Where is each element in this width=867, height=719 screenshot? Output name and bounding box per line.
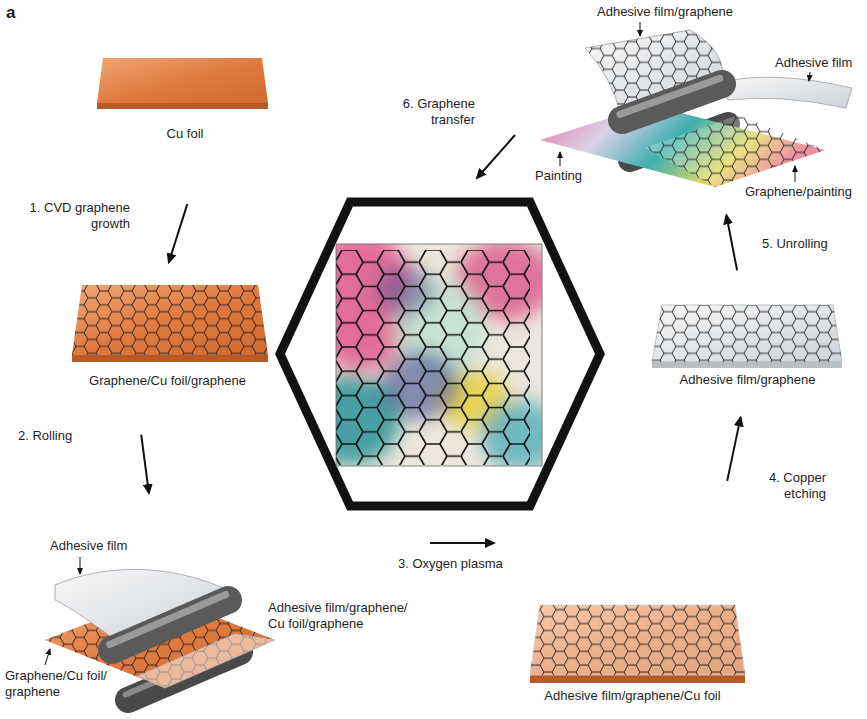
stage-illustration: Adhesive film/graphene/Cu foil [500, 520, 767, 705]
step-label: 2. Rolling [18, 428, 72, 444]
stage-illustration: Graphene/Cu foil/graphene [60, 270, 277, 395]
stage-caption: Adhesive film/graphene [597, 4, 733, 20]
step-label: 5. Unrolling [762, 236, 828, 252]
stage-caption: Graphene/painting [745, 184, 852, 200]
stage-caption: Adhesive film [775, 55, 852, 71]
stage-caption: Painting [535, 168, 582, 184]
process-arrow [727, 417, 740, 481]
film-graphene-cu-foil [530, 605, 745, 683]
stage-caption: Adhesive film/graphene/ Cu foil/graphene [268, 600, 426, 631]
process-arrow [726, 215, 737, 270]
stage-caption: Adhesive film [50, 538, 127, 554]
process-arrow [430, 542, 494, 544]
cu-foil [97, 58, 268, 109]
process-arrow [169, 204, 188, 262]
step-label: 6. Graphene transfer [380, 96, 475, 127]
film-graphene [652, 305, 842, 368]
stage-caption: Adhesive film/graphene [640, 372, 855, 388]
stage-caption: Graphene/Cu foil/graphene [60, 373, 275, 389]
step-label: 3. Oxygen plasma [398, 556, 503, 572]
stage-illustration: Cu foil [95, 40, 277, 145]
stage-caption: Adhesive film/graphene/Cu foil [500, 688, 765, 704]
transfer-arrow [477, 135, 515, 178]
graphene-cu-foil [72, 285, 268, 362]
stage-illustration: Adhesive filmAdhesive film/graphene/ Cu … [0, 505, 430, 715]
step-label: 4. Copper etching [748, 470, 826, 501]
stage-caption: Cu foil [95, 126, 275, 142]
panel-letter: a [6, 3, 15, 23]
step-label: 1. CVD graphene growth [18, 200, 130, 231]
process-arrow [141, 435, 149, 493]
transfer-illustration [540, 22, 852, 187]
stage-illustration: Adhesive film/graphene [640, 290, 857, 390]
stage-illustration: Adhesive film/grapheneAdhesive filmPaint… [520, 0, 865, 201]
stage-caption: Graphene/Cu foil/ graphene [5, 668, 125, 699]
center-painting [280, 202, 600, 506]
